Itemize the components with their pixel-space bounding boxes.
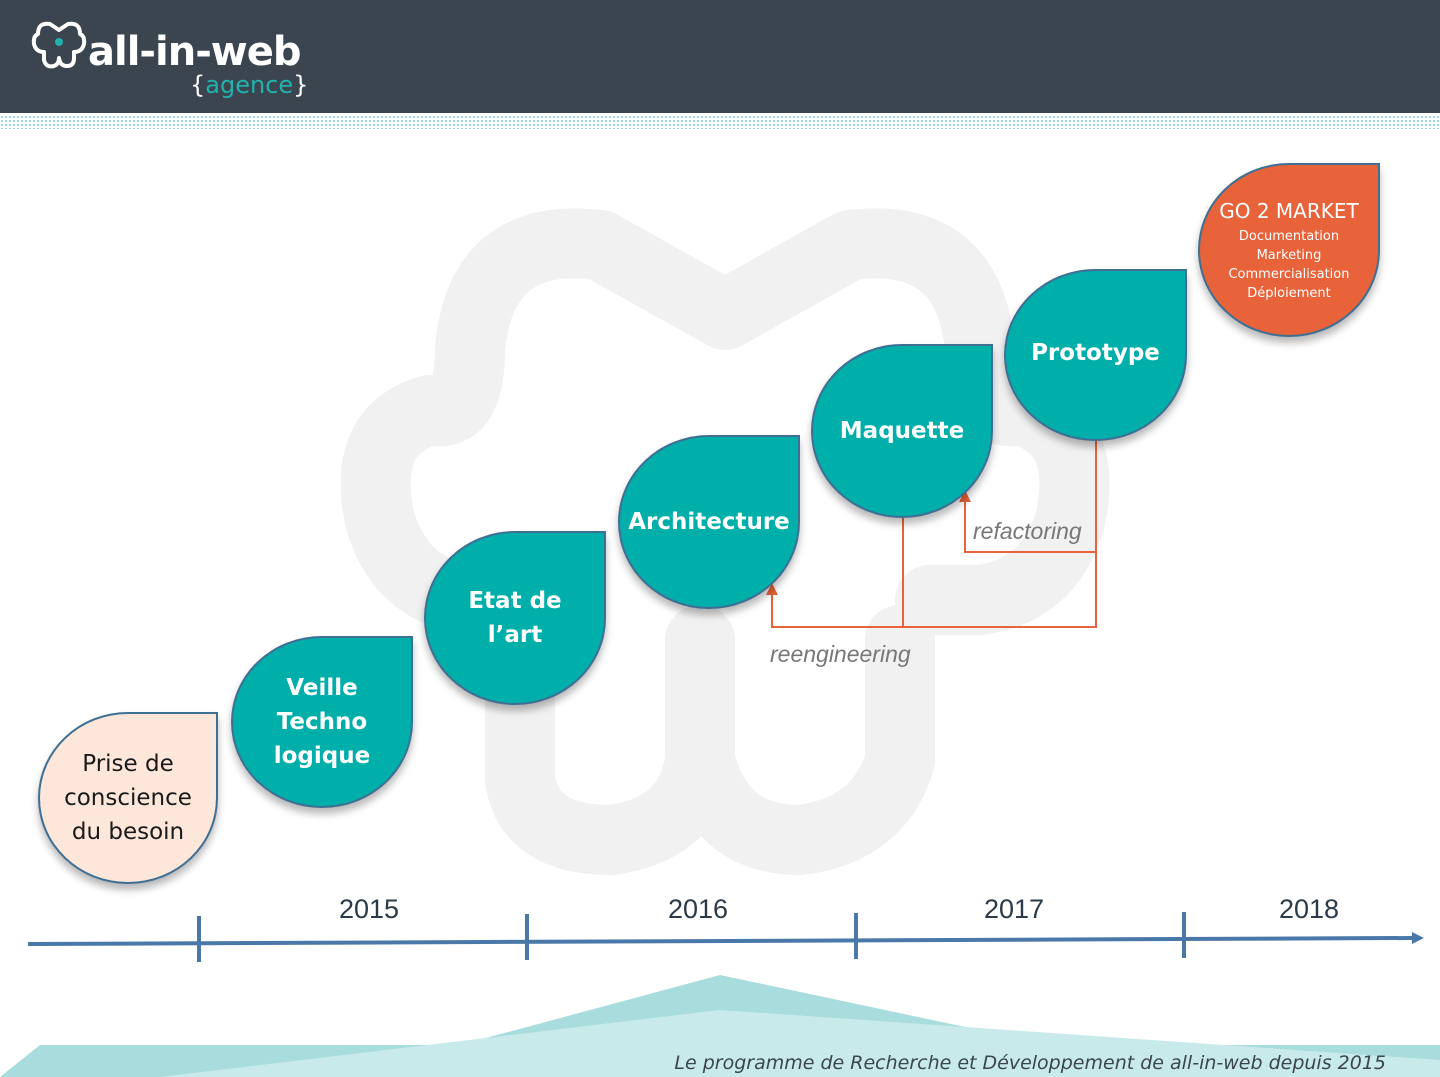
- logo-brace-close: }: [293, 71, 309, 99]
- stage-prototype: Prototype: [1004, 269, 1187, 441]
- year-label-2018: 2018: [1278, 894, 1340, 924]
- header-bar: [0, 0, 1440, 113]
- stage-architecture: Architecture: [618, 435, 800, 609]
- stage-label-line: Prise de: [82, 751, 174, 777]
- go-market-item: Commercialisation: [1228, 267, 1350, 282]
- year-label-2015: 2015: [338, 894, 400, 924]
- stage-maquette: Maquette: [811, 344, 993, 518]
- logo-brace-open: {: [190, 71, 206, 99]
- stage-label-line: Prototype: [1031, 340, 1160, 366]
- stage-etat-de-l-art: Etat de l’art: [424, 531, 606, 705]
- stage-label-line: Veille: [286, 675, 358, 701]
- reengineering-connector: [771, 552, 1097, 628]
- stage-label-line: Etat de: [468, 588, 562, 614]
- logo-wordmark: all-in-web: [88, 29, 302, 75]
- go-market-item: Documentation: [1238, 229, 1340, 244]
- year-label-2017: 2017: [983, 894, 1045, 924]
- watermark-logo-icon: [340, 208, 1110, 875]
- logo-tagline: {agence}: [190, 70, 308, 100]
- timeline-arrowhead: [1412, 932, 1424, 944]
- go-market-item: Déploiement: [1247, 286, 1331, 301]
- stage-go-2-market: GO 2 MARKET Documentation Marketing Comm…: [1198, 163, 1380, 337]
- footer-hill-front: [160, 1010, 1440, 1077]
- refactoring-label: refactoring: [973, 518, 1082, 544]
- footer-caption: Le programme de Recherche et Développeme…: [674, 1052, 1386, 1074]
- stage-veille-technologique: Veille Techno logique: [231, 636, 413, 808]
- year-label-2016: 2016: [667, 894, 729, 924]
- go-market-item: Marketing: [1256, 248, 1322, 263]
- go-market-title: GO 2 MARKET: [1219, 199, 1359, 223]
- reengineering-label: reengineering: [770, 641, 911, 667]
- logo-icon: [31, 21, 87, 69]
- stage-label-line: Maquette: [839, 418, 965, 444]
- stage-label-line: Techno: [276, 709, 368, 735]
- logo-tagline-text: agence: [205, 71, 294, 99]
- refactoring-arrowhead: [959, 490, 971, 502]
- dotted-divider: [0, 115, 1440, 129]
- stage-label-line: du besoin: [71, 819, 185, 845]
- timeline-axis: [27, 936, 1413, 946]
- stage-label-line: conscience: [64, 785, 192, 811]
- stage-label-line: logique: [273, 743, 371, 769]
- stage-label-line: l’art: [487, 622, 543, 648]
- reengineering-arrowhead: [766, 583, 778, 595]
- stage-label-line: Architecture: [628, 509, 790, 535]
- refactoring-connector: [964, 440, 1097, 553]
- stage-prise-de-conscience: Prise de conscience du besoin: [38, 712, 218, 884]
